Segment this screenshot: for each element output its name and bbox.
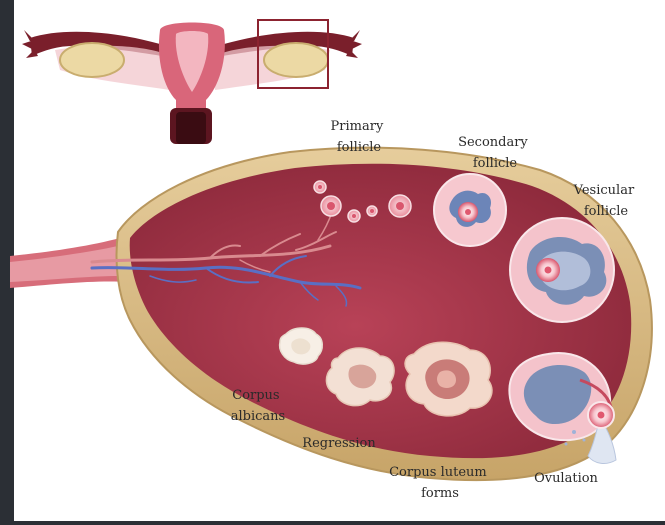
- vesicular-follicle: [510, 218, 614, 322]
- label-ovulation: Ovulation: [534, 471, 598, 486]
- secondary-follicle: [434, 174, 506, 246]
- corpus-albicans: [280, 328, 323, 364]
- label-regression: Regression: [302, 436, 376, 451]
